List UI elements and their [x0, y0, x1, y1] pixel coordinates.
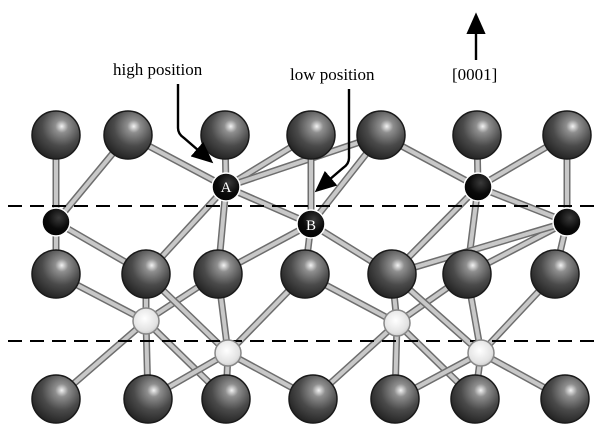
large-atom-icon [31, 249, 81, 299]
light-interstitial-atom-icon [383, 309, 411, 337]
light-interstitial-atom-icon [214, 339, 242, 367]
dark-interstitial-atom-icon [296, 209, 326, 239]
large-atom-icon [367, 249, 417, 299]
site-b-label: B [306, 218, 316, 234]
large-atom-icon [530, 249, 580, 299]
bond [224, 185, 313, 226]
large-atom-icon [121, 249, 171, 299]
large-atom-icon [280, 249, 330, 299]
dark-interstitial-atom-icon [41, 207, 71, 237]
large-atom-icon [356, 110, 406, 160]
large-atom-icon [542, 110, 592, 160]
large-atom-icon [201, 374, 251, 424]
large-atom-icon [193, 249, 243, 299]
dashed-plane-lines [8, 205, 598, 342]
atom-layer [31, 110, 592, 424]
large-atom-icon [286, 110, 336, 160]
low-position-label: low position [290, 65, 375, 84]
site-a-label: A [221, 180, 232, 196]
large-atom-icon [370, 374, 420, 424]
large-atom-icon [442, 249, 492, 299]
bond [390, 220, 569, 276]
direction-label: [0001] [452, 65, 497, 84]
large-atom-icon [288, 374, 338, 424]
large-atom-icon [103, 110, 153, 160]
high-position-label: high position [113, 60, 203, 79]
high-position-arrow-icon [176, 84, 214, 164]
large-atom-icon [31, 110, 81, 160]
dark-interstitial-atom-icon [211, 172, 241, 202]
dark-interstitial-atom-icon [552, 207, 582, 237]
large-atom-icon [452, 110, 502, 160]
annotations: high position low position [0001] [113, 12, 497, 193]
low-position-arrow-icon [314, 89, 351, 193]
dark-interstitial-atom-icon [463, 172, 493, 202]
large-atom-icon [200, 110, 250, 160]
light-interstitial-atom-icon [132, 307, 160, 335]
large-atom-icon [540, 374, 590, 424]
bond [476, 185, 569, 224]
large-atom-icon [450, 374, 500, 424]
light-interstitial-atom-icon [467, 339, 495, 367]
large-atom-icon [31, 374, 81, 424]
bond [224, 133, 383, 189]
site-labels: A B [221, 180, 316, 234]
large-atom-icon [123, 374, 173, 424]
